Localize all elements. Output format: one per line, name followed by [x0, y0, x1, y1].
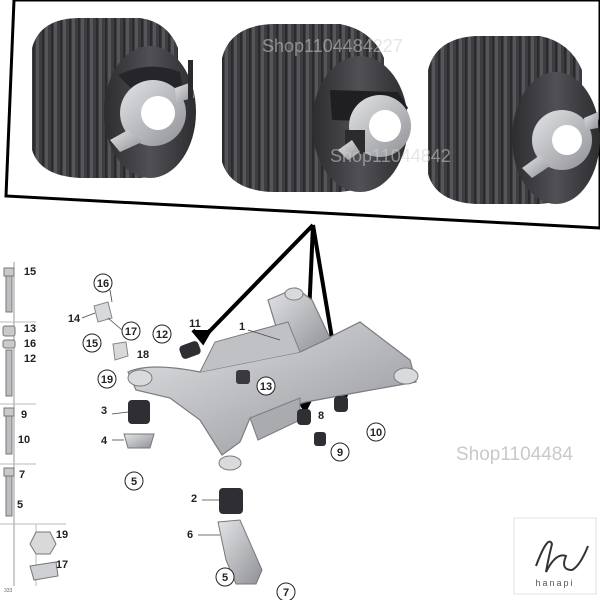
- callout-16: 16: [97, 278, 109, 290]
- part-18: [112, 341, 129, 361]
- callout-5b: 5: [222, 572, 228, 584]
- arrow-to-item-11: [201, 223, 315, 340]
- bushing-11: [179, 341, 201, 359]
- callout-14: 14: [68, 313, 81, 325]
- brand-name: hanapi: [535, 578, 574, 588]
- list-label-9: 9: [21, 409, 27, 421]
- loose-parts: [93, 301, 326, 585]
- callout-3: 3: [101, 405, 107, 417]
- bushing-2: [222, 24, 411, 192]
- list-label-5: 5: [17, 499, 23, 511]
- part-6: [217, 519, 263, 585]
- part-3: [128, 400, 150, 424]
- callouts: 16 14 17 15 18 19 12 11 1 13 3 4 5 8 9 1…: [68, 273, 386, 600]
- list-label-19: 19: [56, 529, 68, 541]
- list-label-7: 7: [19, 469, 25, 481]
- list-label-15: 15: [24, 266, 36, 278]
- part-9: [314, 432, 326, 446]
- list-label-13: 13: [24, 323, 36, 335]
- parts-list-strip: 15 13 16 12 9 10 7 5 19 17 333: [0, 262, 68, 594]
- callout-13b: 13: [260, 381, 272, 393]
- bushing-8: [297, 409, 311, 425]
- brand-signature-mark: [535, 540, 589, 573]
- arrowhead-11: [191, 328, 212, 346]
- callout-2: 2: [191, 493, 197, 505]
- callout-8: 8: [318, 410, 324, 422]
- callout-15: 15: [86, 338, 98, 350]
- list-label-10: 10: [18, 434, 30, 446]
- list-label-16: 16: [24, 338, 36, 350]
- brand-logo: hanapi: [513, 517, 597, 595]
- callout-12: 12: [156, 329, 168, 341]
- bushing-10: [334, 396, 348, 412]
- callout-7: 7: [283, 587, 289, 599]
- part-2: [219, 488, 243, 514]
- shop-watermark: Shop1104484: [456, 444, 573, 465]
- part-16-17: [93, 301, 113, 323]
- callout-17: 17: [125, 326, 137, 338]
- callout-5a: 5: [131, 476, 137, 488]
- bushing-1: [32, 18, 196, 178]
- part-4: [123, 433, 155, 449]
- callout-18: 18: [137, 349, 149, 361]
- rear-subframe: [127, 287, 419, 471]
- callout-4: 4: [101, 435, 108, 447]
- watermark-lower: Shop11044842: [330, 146, 451, 166]
- list-label-12: 12: [24, 353, 36, 365]
- bushing-photo-panel: Shop1104484227 Shop11044842: [4, 0, 600, 230]
- bushing-3: [428, 36, 600, 204]
- list-label-17: 17: [56, 559, 68, 571]
- callout-10: 10: [370, 427, 382, 439]
- watermark-upper: Shop1104484227: [262, 36, 403, 56]
- footnote: 333: [4, 588, 13, 594]
- callout-1: 1: [239, 321, 245, 333]
- callout-6: 6: [187, 529, 193, 541]
- callout-11: 11: [189, 318, 201, 330]
- callout-9: 9: [337, 447, 343, 459]
- callout-19: 19: [101, 374, 113, 386]
